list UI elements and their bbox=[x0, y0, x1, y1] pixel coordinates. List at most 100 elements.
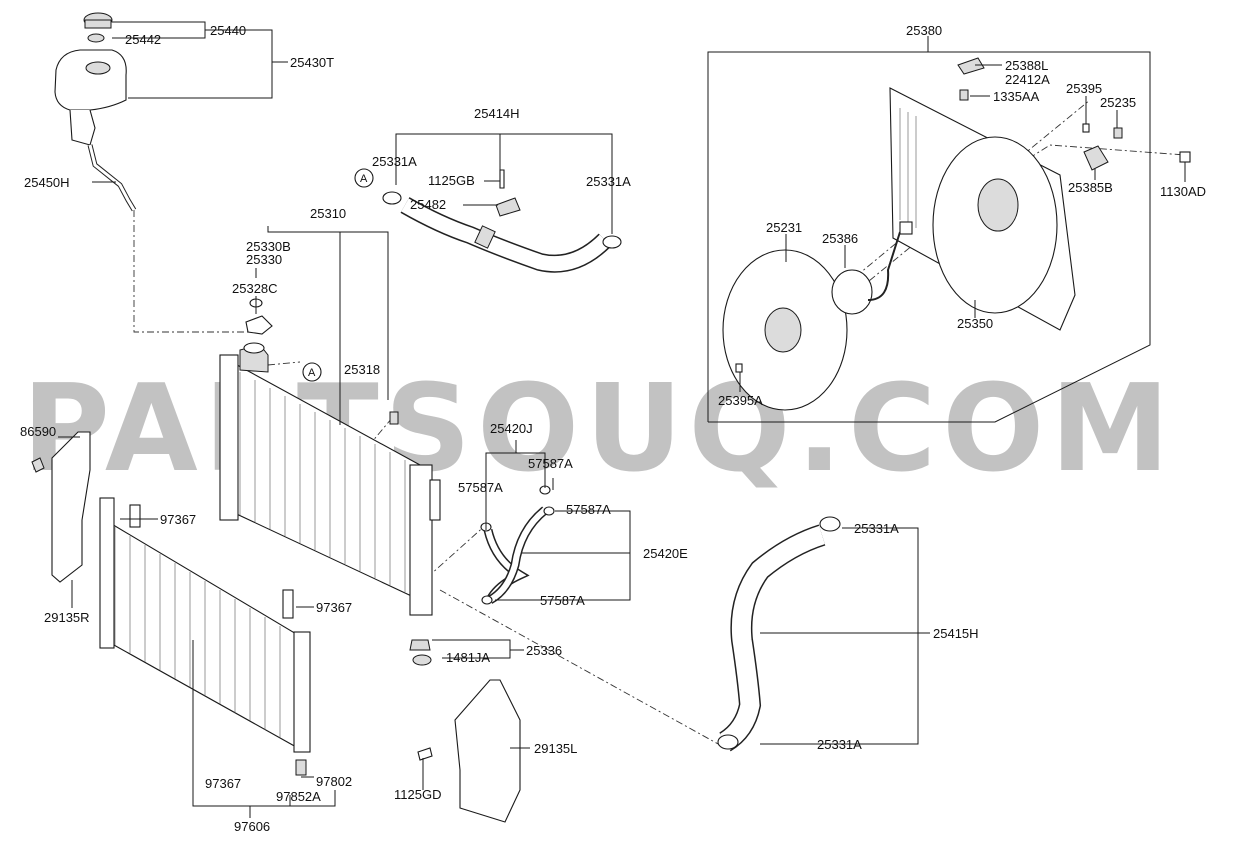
label-25330[interactable]: 25330 bbox=[246, 252, 282, 267]
clamp-57587a-4[interactable] bbox=[481, 595, 493, 605]
label-25388l[interactable] bbox=[957, 57, 985, 75]
label-57587a-2[interactable]: 57587A bbox=[458, 480, 503, 495]
label-25440[interactable]: 25440 bbox=[210, 23, 246, 38]
upper-hose-clamp-right[interactable] bbox=[602, 235, 622, 249]
air-guard-29135l[interactable] bbox=[454, 679, 521, 823]
label-25430t[interactable]: 25430T bbox=[290, 55, 334, 70]
label-1481ja[interactable]: 1481JA bbox=[446, 650, 490, 665]
label-25395a[interactable]: 25395A bbox=[718, 393, 763, 408]
label-25331a-lower-bottom[interactable]: 25331A bbox=[817, 737, 862, 752]
label-57587a-1[interactable]: 57587A bbox=[528, 456, 573, 471]
bracket-97367-top[interactable] bbox=[129, 504, 141, 528]
label-29135l[interactable]: 29135L bbox=[534, 741, 577, 756]
reservoir-filler-neck bbox=[85, 61, 111, 75]
label-25414h[interactable]: 25414H bbox=[474, 106, 520, 121]
radiator-fins bbox=[239, 372, 406, 592]
circle-callout-a-2: A bbox=[302, 362, 322, 382]
label-1335aa[interactable]: 1335AA bbox=[993, 89, 1040, 104]
bolt-1130ad[interactable] bbox=[1179, 151, 1191, 163]
oil-cooler-hoses bbox=[480, 485, 555, 605]
label-25442[interactable]: 25442 bbox=[125, 32, 161, 47]
radiator-right-tank bbox=[409, 464, 433, 616]
label-22412a[interactable]: 22412A bbox=[1005, 72, 1050, 87]
label-25231[interactable]: 25231 bbox=[766, 220, 802, 235]
bolt-1125gb[interactable] bbox=[499, 169, 505, 189]
fan-connector bbox=[899, 221, 913, 235]
bolt-25235[interactable] bbox=[1113, 127, 1123, 139]
plug-97802[interactable] bbox=[295, 759, 307, 776]
label-25482[interactable]: 25482 bbox=[410, 197, 446, 212]
upper-hose-body[interactable] bbox=[401, 198, 611, 272]
label-57587a-3[interactable]: 57587A bbox=[566, 502, 611, 517]
label-57587a-4[interactable]: 57587A bbox=[540, 593, 585, 608]
radiator-filler bbox=[243, 342, 265, 354]
leader-lines bbox=[58, 21, 1186, 818]
label-97802[interactable]: 97802 bbox=[316, 774, 352, 789]
condenser-left-header bbox=[99, 497, 115, 649]
reservoir-tank-body[interactable] bbox=[54, 49, 127, 111]
lower-hose-clamp-top[interactable] bbox=[819, 516, 841, 532]
fan-hub bbox=[764, 307, 802, 353]
label-25235[interactable]: 25235 bbox=[1100, 95, 1136, 110]
label-25331a-upper-right[interactable]: 25331A bbox=[586, 174, 631, 189]
label-25385b[interactable]: 25385B bbox=[1068, 180, 1113, 195]
label-97367-top[interactable]: 97367 bbox=[160, 512, 196, 527]
label-1130ad[interactable]: 1130AD bbox=[1160, 184, 1206, 199]
bolt-1125gd[interactable] bbox=[417, 747, 433, 761]
label-25330b[interactable]: 25330B bbox=[246, 239, 291, 254]
label-25331a-lower-top[interactable]: 25331A bbox=[854, 521, 899, 536]
resistor-25385b[interactable] bbox=[1083, 145, 1109, 171]
label-25450h[interactable]: 25450H bbox=[24, 175, 70, 190]
label-25310[interactable]: 25310 bbox=[310, 206, 346, 221]
shroud-motor-mount bbox=[977, 178, 1019, 232]
screw-25395[interactable] bbox=[1082, 123, 1090, 133]
part-labels: 25440 25442 25430T 25450H 25414H 25331A … bbox=[20, 23, 1206, 834]
label-97852a[interactable]: 97852A bbox=[276, 789, 321, 804]
drain-plug-25318[interactable] bbox=[389, 411, 399, 425]
watermark-text: PARTSOUQ.COM bbox=[22, 360, 1176, 499]
label-25420j[interactable]: 25420J bbox=[490, 421, 533, 436]
clamp-57587a-3[interactable] bbox=[543, 506, 555, 516]
lower-hose-clamp-bottom[interactable] bbox=[717, 734, 739, 750]
bracket-97367-mid[interactable] bbox=[282, 589, 294, 619]
label-25386[interactable]: 25386 bbox=[822, 231, 858, 246]
label-1125gd[interactable]: 1125GD bbox=[394, 787, 441, 802]
reservoir-cap-seal[interactable] bbox=[87, 33, 105, 43]
clip-1335aa[interactable] bbox=[959, 89, 969, 101]
label-25318[interactable]: 25318 bbox=[344, 362, 380, 377]
label-25331a-upper-left[interactable]: 25331A bbox=[372, 154, 417, 169]
insulator-1481ja[interactable] bbox=[412, 654, 432, 666]
label-97606[interactable]: 97606 bbox=[234, 819, 270, 834]
label-25328c[interactable]: 25328C bbox=[232, 281, 278, 296]
label-25336[interactable]: 25336 bbox=[526, 643, 562, 658]
lower-hose-body[interactable] bbox=[719, 525, 825, 751]
screw-25395a[interactable] bbox=[735, 363, 743, 373]
radiator-cap-25330[interactable] bbox=[245, 315, 273, 335]
label-97367-mid[interactable]: 97367 bbox=[316, 600, 352, 615]
callout-a-label: A bbox=[360, 173, 368, 185]
oil-hose-25420e[interactable] bbox=[488, 507, 547, 603]
label-25415h[interactable]: 25415H bbox=[933, 626, 979, 641]
label-29135r[interactable]: 29135R bbox=[44, 610, 90, 625]
fan-motor-25386[interactable] bbox=[831, 269, 873, 315]
label-25380[interactable]: 25380 bbox=[906, 23, 942, 38]
condenser-core[interactable] bbox=[104, 519, 299, 749]
mount-25336[interactable] bbox=[409, 639, 431, 651]
condenser-fins bbox=[114, 527, 281, 738]
label-86590[interactable]: 86590 bbox=[20, 424, 56, 439]
air-guard-29135r[interactable] bbox=[51, 431, 91, 583]
upper-hose-sleeve bbox=[474, 225, 496, 249]
label-97367-bottom[interactable]: 97367 bbox=[205, 776, 241, 791]
fan-motor-wire bbox=[867, 231, 901, 301]
hose-bracket-25482[interactable] bbox=[495, 197, 521, 217]
label-25350[interactable]: 25350 bbox=[957, 316, 993, 331]
label-25388l[interactable]: 25388L bbox=[1005, 58, 1048, 73]
label-1125gb[interactable]: 1125GB bbox=[428, 173, 475, 188]
label-25420e[interactable]: 25420E bbox=[643, 546, 688, 561]
clip-86590[interactable] bbox=[31, 457, 45, 473]
label-25395[interactable]: 25395 bbox=[1066, 81, 1102, 96]
condenser-assembly bbox=[99, 497, 311, 776]
upper-hose-clamp-left[interactable] bbox=[382, 191, 402, 205]
reservoir-cap-body bbox=[84, 19, 112, 29]
